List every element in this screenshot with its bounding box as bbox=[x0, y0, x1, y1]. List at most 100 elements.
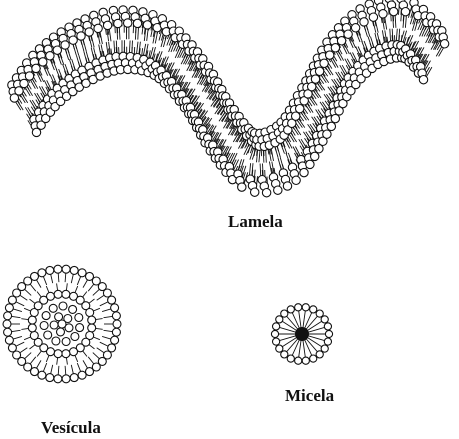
lipid-head bbox=[302, 357, 309, 364]
lipid-head bbox=[331, 44, 339, 52]
lipid-head bbox=[274, 186, 282, 194]
lipid-head bbox=[49, 304, 57, 312]
lipid-head bbox=[344, 30, 352, 38]
lipid-head bbox=[8, 344, 16, 352]
lipid-head bbox=[57, 328, 65, 336]
lipid-head bbox=[326, 51, 334, 59]
lipid-head bbox=[390, 7, 398, 15]
lipid-head bbox=[4, 312, 12, 320]
lipid-head bbox=[321, 316, 328, 323]
lamela-bilayer bbox=[8, 0, 449, 197]
lipid-head bbox=[324, 323, 331, 330]
lipid-head bbox=[46, 374, 54, 382]
lipid-head bbox=[44, 331, 52, 339]
lipid-head bbox=[76, 324, 84, 332]
lipid-head bbox=[59, 302, 67, 310]
lipid-head bbox=[281, 310, 288, 317]
lipid-head bbox=[292, 176, 300, 184]
micela-label: Micela bbox=[285, 386, 334, 406]
lipid-head bbox=[369, 13, 377, 21]
lipid-head bbox=[379, 10, 387, 18]
lipid-head bbox=[62, 338, 70, 346]
lamela-heads bbox=[8, 0, 449, 197]
lipid-head bbox=[306, 160, 314, 168]
lipid-head bbox=[325, 330, 332, 337]
lipid-head bbox=[315, 67, 323, 75]
lipid-head bbox=[295, 357, 302, 364]
micelle-structure bbox=[271, 304, 332, 365]
lipid-head bbox=[50, 321, 58, 329]
lipid-head bbox=[112, 328, 120, 336]
lipid-head bbox=[54, 290, 62, 298]
lipid-head bbox=[133, 19, 141, 27]
lipid-head bbox=[262, 189, 270, 197]
lipid-head bbox=[71, 333, 79, 341]
lipid-head bbox=[295, 304, 302, 311]
lipid-head bbox=[54, 265, 62, 273]
lipid-head bbox=[5, 336, 13, 344]
lipid-head bbox=[360, 18, 368, 26]
lipid-head bbox=[276, 345, 283, 352]
lipid-head bbox=[3, 320, 11, 328]
lipid-head bbox=[30, 332, 38, 340]
lipid-head bbox=[70, 374, 78, 382]
lipid-head bbox=[70, 348, 78, 356]
lipid-head bbox=[273, 338, 280, 345]
lipid-head bbox=[273, 323, 280, 330]
lipid-head bbox=[58, 320, 66, 328]
lipid-head bbox=[283, 182, 291, 190]
lipid-head bbox=[401, 8, 409, 16]
lipid-head bbox=[302, 304, 309, 311]
lipid-head bbox=[62, 290, 70, 298]
lipid-head bbox=[103, 21, 111, 29]
lipid-head bbox=[78, 371, 86, 379]
vesicle-structure bbox=[3, 265, 121, 383]
lipid-head bbox=[62, 265, 70, 273]
lipid-head bbox=[38, 371, 46, 379]
lipid-head bbox=[287, 306, 294, 313]
lipid-head bbox=[70, 266, 78, 274]
lipid-head bbox=[251, 188, 259, 196]
lipid-head bbox=[4, 328, 12, 336]
lipid-head bbox=[69, 36, 77, 44]
lipid-head bbox=[143, 21, 151, 29]
lipid-head bbox=[316, 351, 323, 358]
lipid-head bbox=[324, 338, 331, 345]
lipid-head bbox=[311, 75, 319, 83]
lipid-head bbox=[351, 24, 359, 32]
lipid-head bbox=[337, 37, 345, 45]
lipid-head bbox=[238, 183, 246, 191]
lipid-head bbox=[46, 266, 54, 274]
micelle-core bbox=[295, 327, 309, 341]
vesicula-label: Vesícula bbox=[41, 418, 101, 438]
vesicle-heads bbox=[3, 265, 121, 383]
lipid-head bbox=[124, 19, 132, 27]
lipid-head bbox=[296, 105, 304, 113]
lamela-label: Lamela bbox=[228, 212, 283, 232]
lipid-head bbox=[46, 52, 54, 60]
lipid-head bbox=[25, 72, 33, 80]
lipid-head bbox=[86, 368, 94, 376]
lipid-head bbox=[20, 79, 28, 87]
lipid-head bbox=[327, 122, 335, 130]
lipid-head bbox=[271, 330, 278, 337]
lipid-head bbox=[111, 336, 119, 344]
lipid-head bbox=[287, 355, 294, 362]
lipid-head bbox=[114, 19, 122, 27]
lipid-head bbox=[28, 324, 36, 332]
lipid-head bbox=[320, 59, 328, 67]
lipid-head bbox=[75, 314, 83, 322]
lipid-head bbox=[31, 272, 39, 280]
lipid-head bbox=[52, 337, 60, 345]
lipid-head bbox=[94, 24, 102, 32]
lipid-head bbox=[69, 305, 77, 313]
lipid-head bbox=[86, 309, 94, 317]
lipid-head bbox=[38, 269, 46, 277]
lipid-head bbox=[54, 350, 62, 358]
lipid-head bbox=[310, 306, 317, 313]
lipid-head bbox=[39, 58, 47, 66]
lipid-head bbox=[5, 304, 13, 312]
lipid-head bbox=[54, 375, 62, 383]
lipid-head bbox=[310, 355, 317, 362]
lipid-head bbox=[85, 28, 93, 36]
